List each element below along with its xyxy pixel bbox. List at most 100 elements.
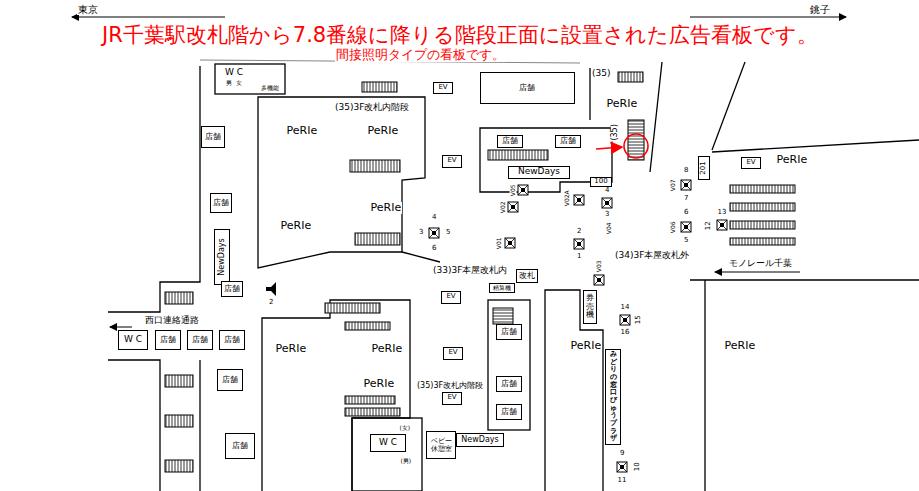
vertical-sign-box: 券売機 [583,290,597,324]
map-label: PeRIe [280,220,313,232]
map-label: PeRIe [606,98,639,110]
facility-box: 店舗 [221,281,243,297]
map-label: モノレール千葉 [728,259,793,269]
map-label: PeRIe [286,125,319,137]
facility-name: EV [746,159,755,167]
callout-number: V02 [500,200,507,214]
callout-number: 8 [683,167,689,175]
callout-number: 10 [633,461,641,472]
facility-box: 100 [590,177,612,188]
facility-box: NewDays [508,166,570,179]
facility-box: NewDays [456,433,504,447]
facility-name: EV [447,394,456,402]
map-label: 間接照明タイプの看板です。 [335,48,506,62]
facility-name: みどりの窓口びゅうプラザ [610,351,617,443]
facility-name: 店舗 [501,328,517,337]
callout-number: 12 [704,220,712,231]
callout-number: V05 [510,183,517,197]
facility-box: 店舗 [497,135,523,148]
facility-box: 改札 [516,269,538,283]
callout-number: 4 [431,214,437,222]
facility-box: 店舗 [496,404,522,420]
map-label: (35) [611,123,620,141]
facility-name: 店舗 [560,137,576,146]
callout-number: 2 [576,228,582,236]
facility-box: 201 [698,156,710,180]
map-label: (35)3F改札内階段 [334,103,410,113]
map-label: PeRIe [275,343,308,355]
map-label: (35)3F改札内階段 [416,382,484,391]
callout-number: 3 [418,229,424,237]
facility-box: 店舗 [496,324,522,340]
facility-name: 店舗 [222,376,238,385]
facility-box: 店舗 [225,433,255,459]
map-label: 東京 [77,4,99,15]
facility-name: 店舗 [501,408,517,417]
callout-number: 1 [576,253,582,261]
facility-name: 店舗 [160,336,176,345]
callout-number: V03 [596,259,603,273]
callout-number: 4 [604,187,610,195]
callout-number: 3 [604,211,610,219]
map-label: 女 [235,80,243,87]
ad-markers [266,180,727,472]
callout-number: V06 [670,220,677,234]
facility-box: EV [442,392,462,405]
facility-name: EV [448,349,457,357]
facility-name: NewDays [518,167,560,177]
facility-box: 店舗 [155,330,181,350]
facility-box: 店舗 [217,369,243,391]
callout-number: 9 [619,450,625,458]
callout-number: V01 [496,236,503,250]
map-label: PeRIe [570,340,603,352]
facility-name: EV [438,84,447,92]
map-label: (33)3F本屋改札内 [432,266,508,276]
facility-box: W C [118,330,148,350]
facility-name: W C [379,438,397,448]
facility-name: 店舗 [501,380,517,389]
facility-box: NewDays [214,229,230,285]
callout-number: 7 [683,195,689,203]
facility-name: 店舗 [205,133,221,142]
facility-name: 201 [700,161,708,174]
facility-name: 店舗 [224,285,240,294]
facility-box: W C [370,434,406,452]
facility-box: EV [443,347,463,360]
map-label: (男) [400,458,413,465]
map-label: PeRIe [370,202,403,214]
callout-number: 2 [268,299,274,307]
callout-number: V07 [670,178,677,192]
facility-name: W C [124,335,142,345]
callout-number: 14 [620,304,631,312]
map-label: (35) [591,69,611,79]
stairs [165,72,795,472]
callout-number: 5 [445,229,451,237]
facility-name: NewDays [461,436,498,445]
callout-number: 16 [620,329,631,337]
facility-box: 店舗 [187,330,213,350]
facility-name: 店舗 [232,442,248,451]
map-label: PeRIe [724,340,757,352]
facility-name: 店舗 [224,336,240,345]
facility-name: 店舗 [213,199,229,208]
highlight [596,134,648,158]
facility-box: 店舗 [480,72,575,104]
map-label: (女) [399,425,412,432]
map-label: 男 [225,80,233,87]
facility-name: 券売機 [586,294,594,320]
facility-box: 店舗 [496,376,522,392]
map-label: 西口連絡通路 [144,316,200,326]
facility-name: EV [447,157,456,165]
facility-name: 店舗 [502,137,518,146]
facility-name: 100 [594,178,607,186]
callout-number: 5 [683,237,689,245]
direction-arrows [72,17,846,327]
callout-number: 13 [717,209,728,217]
facility-box: 店舗 [219,330,245,350]
facility-box: 店舗 [210,193,232,213]
facility-name: 改札 [519,272,535,281]
map-title: JR千葉駅改札階から7.8番線に降りる階段正面に設置された広告看板です。 [101,24,819,47]
map-label: PeRIe [367,125,400,137]
